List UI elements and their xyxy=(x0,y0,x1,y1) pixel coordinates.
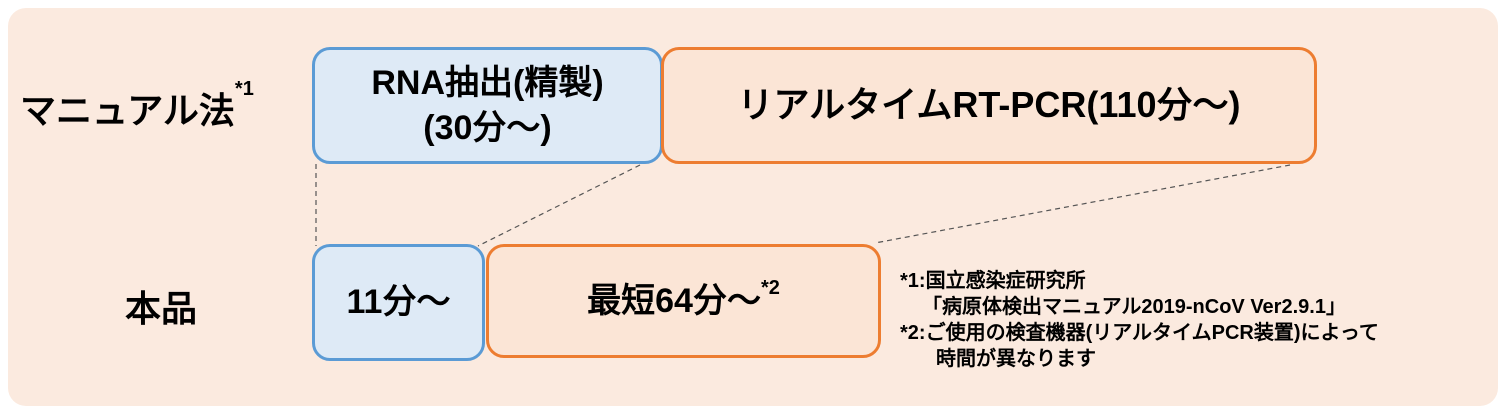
footnote-text: 時間が異なります xyxy=(936,348,1096,370)
product-extraction-time: 11分〜 xyxy=(346,283,451,322)
rna-extraction-title: RNA抽出(精製) xyxy=(371,64,604,103)
footnote-mark: *1 xyxy=(234,78,254,100)
product-extraction-box: 11分〜 xyxy=(312,244,485,361)
footnote-1: *1:国立感染症研究所 xyxy=(900,268,1379,294)
rna-extraction-box: RNA抽出(精製) (30分〜) xyxy=(312,47,663,164)
manual-method-label: マニュアル法*1 xyxy=(20,78,254,134)
realtime-rtpcr-text: リアルタイムRT-PCR(110分〜) xyxy=(737,84,1241,126)
footnote-mark: *2: xyxy=(900,322,926,344)
footnote-2: *2:ご使用の検査機器(リアルタイムPCR装置)によって xyxy=(900,320,1379,346)
footnotes: *1:国立感染症研究所 「病原体検出マニュアル2019-nCoV Ver2.9.… xyxy=(900,268,1379,372)
connector-line xyxy=(874,164,1291,244)
realtime-rtpcr-box: リアルタイムRT-PCR(110分〜) xyxy=(661,47,1317,164)
footnote-text: 国立感染症研究所 xyxy=(925,270,1086,292)
product-pcr-time: 最短64分〜 xyxy=(587,281,761,320)
footnote-mark: *2 xyxy=(760,276,780,299)
product-label: 本品 xyxy=(125,288,198,329)
footnote-mark: *1: xyxy=(900,270,926,292)
product-pcr-box: 最短64分〜*2 xyxy=(486,244,881,358)
footnote-text: 「病原体検出マニュアル2019-nCoV Ver2.9.1」 xyxy=(922,296,1346,318)
footnote-text: ご使用の検査機器(リアルタイムPCR装置)によって xyxy=(925,322,1379,344)
rna-extraction-time: (30分〜) xyxy=(423,108,552,147)
manual-label-text: マニュアル法 xyxy=(20,90,235,131)
connector-line xyxy=(477,164,641,247)
